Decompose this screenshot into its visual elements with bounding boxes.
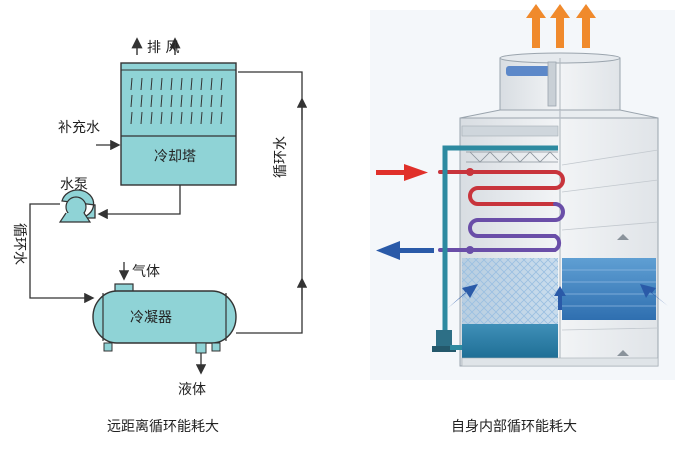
small-logo-marks — [617, 234, 629, 356]
fill-media — [462, 258, 558, 324]
spray-pump — [432, 330, 462, 352]
fan-blade — [506, 66, 552, 76]
right-caption: 自身内部循环能耗大 — [451, 419, 577, 435]
cooled-fluid-outlet-arrow — [376, 241, 434, 260]
liquid-label: 液体 — [178, 382, 206, 398]
hot-air-arrows — [526, 4, 596, 48]
hot-fluid-inlet-arrow — [376, 164, 428, 181]
makeup-water-label: 补充水 — [58, 120, 100, 136]
spray-water-pipe — [442, 145, 558, 345]
cooling-tower: 冷却塔 — [120, 62, 237, 186]
water-basin — [462, 324, 558, 358]
fan-stack — [499, 52, 621, 111]
fill-media-marks — [130, 77, 223, 125]
gas-label: 气体 — [132, 264, 160, 280]
circulating-water-right-label: 循环水 — [273, 136, 289, 178]
air-inlet-arrows — [448, 284, 668, 310]
pump-label: 水泵 — [60, 177, 88, 193]
left-diagram: 排 风 冷却塔 补充水 水泵 — [11, 37, 308, 435]
water-pump — [58, 189, 96, 223]
condenser: 冷凝器 — [92, 283, 237, 354]
cooling-coil — [438, 170, 565, 252]
fill-panel — [562, 258, 656, 320]
exhaust-arrows — [131, 37, 181, 55]
cooling-tower-label: 冷却塔 — [154, 149, 196, 165]
left-caption: 远距离循环能耗大 — [107, 418, 219, 435]
tower-body — [459, 109, 659, 367]
circulating-water-left-label: 循环水 — [11, 223, 27, 265]
condenser-label: 冷凝器 — [130, 310, 172, 326]
circulation-pipes — [29, 71, 308, 334]
right-diagram: 自身内部循环能耗大 — [370, 4, 675, 435]
exhaust-label: 排 风 — [147, 40, 179, 56]
